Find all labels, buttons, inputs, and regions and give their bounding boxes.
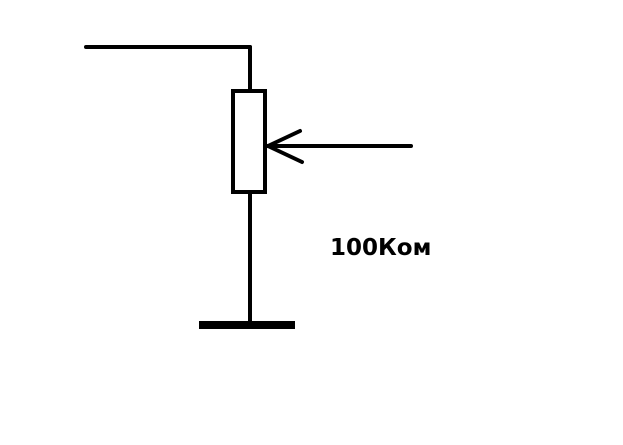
- wiper-arrowhead-upper: [266, 129, 302, 148]
- ground-symbol: [199, 321, 295, 329]
- resistor-body: [231, 89, 267, 194]
- wiper-arrowhead-lower: [266, 144, 304, 164]
- resistance-value-label: 100Ком: [330, 235, 432, 261]
